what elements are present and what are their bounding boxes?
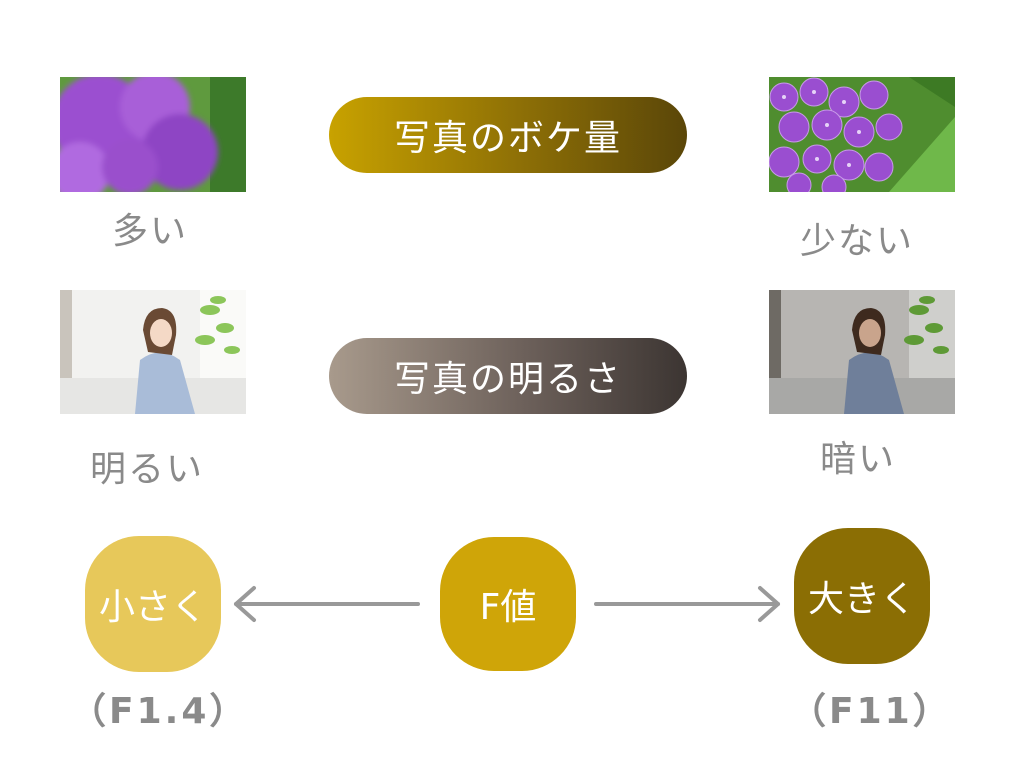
small-aperture-bubble: 小さく [85, 536, 221, 672]
bokeh-more-label: 多い [112, 211, 189, 252]
dark-label: 暗い [820, 439, 897, 480]
bright-label: 明るい [90, 449, 205, 490]
hydrangea-photo-sharp [769, 77, 955, 192]
f-value-small: （F1.4） [70, 691, 249, 732]
woman-on-sofa-photo-dark [769, 290, 955, 414]
brightness-header: 写真の明るさ [329, 338, 687, 414]
bokeh-amount-header: 写真のボケ量 [329, 97, 687, 173]
f-number-bubble: F値 [440, 537, 576, 671]
bokeh-less-label: 少ない [800, 221, 915, 262]
hydrangea-photo-blurred [60, 77, 246, 192]
large-aperture-bubble: 大きく [794, 528, 930, 664]
f-value-large: （F11） [790, 691, 952, 732]
woman-on-sofa-photo-bright [60, 290, 246, 414]
right-arrowhead [758, 586, 780, 622]
left-arrowhead [234, 586, 256, 622]
